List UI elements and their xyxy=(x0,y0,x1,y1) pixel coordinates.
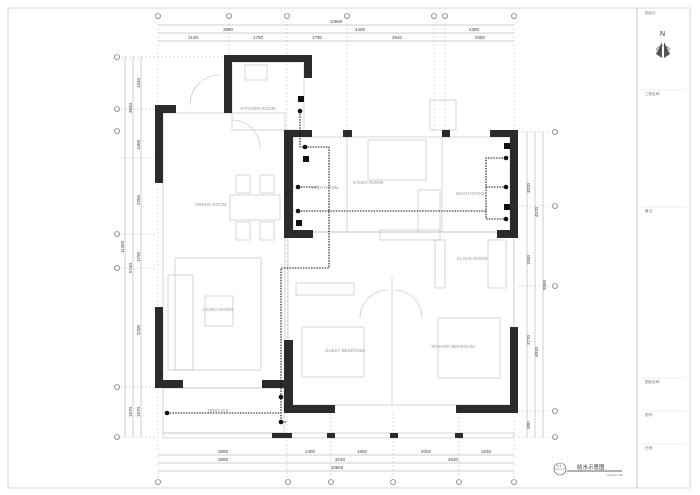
dim-top-row2: 2390 xyxy=(469,27,480,32)
dim-bottom-total: 10660 xyxy=(331,465,344,470)
north-letter: N xyxy=(660,31,665,38)
room-labels: KITCHEN ROOM DINING ROOM LIVING ROOM WAS… xyxy=(196,106,488,413)
dim-right-middle: 4570 xyxy=(534,206,539,217)
room-label-living: LIVING ROOM xyxy=(203,307,233,312)
dim-top-row3: 2940 xyxy=(392,35,403,40)
dim-right-inner: 1550 xyxy=(526,254,531,265)
dim-right-inner: 3770 xyxy=(526,334,531,345)
dim-left-inner: 1570 xyxy=(136,406,141,417)
axis-bubbles xyxy=(114,13,558,485)
sheet-border xyxy=(7,7,691,489)
axis-grid xyxy=(121,24,551,478)
north-label: 指北针 xyxy=(645,10,656,15)
scale-label: 比例: xyxy=(645,445,653,450)
drawing-no-label: 图号: xyxy=(645,412,653,417)
dim-top-row3: 2050 xyxy=(475,35,486,40)
room-label-wash-2: WASH ROOM xyxy=(456,191,485,196)
project-name-label: 工程名称: xyxy=(645,91,661,96)
dim-top-total: 10660 xyxy=(330,19,343,24)
dim-left-total: 11350 xyxy=(120,240,125,253)
dim-top-row2: 3880 xyxy=(223,27,234,32)
room-label-study: STUDY ROOM xyxy=(353,180,384,185)
dim-bottom-row1: 1630 xyxy=(481,449,492,454)
walls xyxy=(155,55,518,438)
dim-left-middle: 1570 xyxy=(128,406,133,417)
title-block: 指北针 N 工程名称: 备注: 图纸名称: 图号: 比例: xyxy=(642,10,686,450)
dim-bottom-row1: 2000 xyxy=(421,449,432,454)
dim-top-row3: 2130 xyxy=(188,35,199,40)
notes-label: 备注: xyxy=(645,208,653,213)
dim-left-middle: 5740 xyxy=(128,262,133,273)
dim-bottom-row2: 3880 xyxy=(218,457,229,462)
dim-left-inner: 1540 xyxy=(136,77,141,88)
dim-bottom-row1: 3880 xyxy=(218,449,229,454)
partitions-and-furniture xyxy=(162,61,515,439)
dim-left-inner: 1000 xyxy=(136,139,141,150)
room-label-master: MASTER BEDROOM xyxy=(431,344,475,349)
dim-left-inner: 2250 xyxy=(136,194,141,205)
room-label-dining: DINING ROOM xyxy=(196,202,227,207)
water-supply-pipes xyxy=(164,96,510,425)
dim-right-inner: 800 xyxy=(526,421,531,429)
room-label-cloak: CLOAK ROOM xyxy=(457,256,488,261)
dim-left-middle: 3040 xyxy=(128,102,133,113)
dim-left-inner: 3200 xyxy=(136,324,141,335)
room-label-wash-1: WASH ROOM xyxy=(310,185,339,190)
dim-bottom-row1: 1850 xyxy=(357,449,368,454)
dim-top-row3: 1750 xyxy=(253,35,264,40)
drawing-name: 给水示意图 xyxy=(577,463,605,471)
dim-bottom-row1: 1300 xyxy=(305,449,316,454)
north-arrow-icon xyxy=(655,40,671,60)
room-label-kitchen: KITCHEN ROOM xyxy=(240,106,275,111)
dim-bottom-row2: 3630 xyxy=(448,457,459,462)
door-swings xyxy=(189,74,423,319)
dim-top-row2: 4400 xyxy=(355,27,366,32)
room-label-guest: GUEST BEDROOM xyxy=(325,348,365,353)
drawing-title: 01 给水示意图 SCALE 1:100 xyxy=(553,462,623,477)
drawing-scale: SCALE 1:100 xyxy=(607,473,623,477)
dim-top-row3: 1790 xyxy=(312,35,323,40)
dim-right-middle: 4010 xyxy=(534,346,539,357)
room-label-terrace: TERRACE xyxy=(207,408,229,413)
dim-left-inner: 1790 xyxy=(136,251,141,262)
dimension-labels: 10660 3880 4400 2390 2130 1750 1790 2940… xyxy=(120,19,547,470)
dimension-lines xyxy=(124,24,544,472)
dim-right-inner: 3020 xyxy=(526,182,531,193)
dim-right-total: 9560 xyxy=(542,279,547,290)
drawing-name-label: 图纸名称: xyxy=(645,379,661,384)
dim-bottom-row2: 3150 xyxy=(335,457,346,462)
drawing-number: 01 xyxy=(557,464,562,468)
